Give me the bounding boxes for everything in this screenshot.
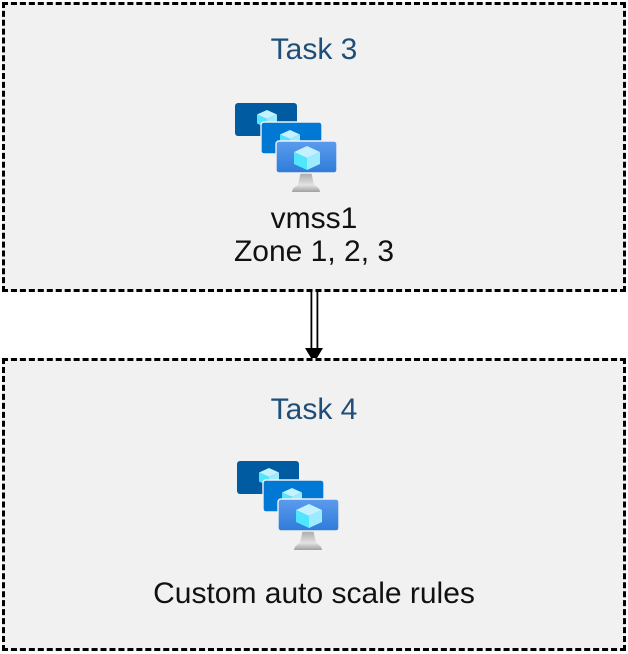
vmss-icon — [235, 103, 338, 192]
task3-box: Task 3 vmss1 Zone 1, 2, 3 — [2, 2, 626, 292]
vmss-name-label: vmss1 — [270, 202, 358, 235]
zones-label: Zone 1, 2, 3 — [233, 235, 395, 268]
task4-title: Task 4 — [270, 393, 358, 426]
task4-box: Task 4 Custom auto scale rules — [2, 358, 626, 651]
task3-title: Task 3 — [270, 33, 358, 66]
autoscale-label: Custom auto scale rules — [153, 577, 475, 610]
vmss-icon — [237, 461, 340, 550]
down-arrow-icon — [305, 289, 323, 363]
